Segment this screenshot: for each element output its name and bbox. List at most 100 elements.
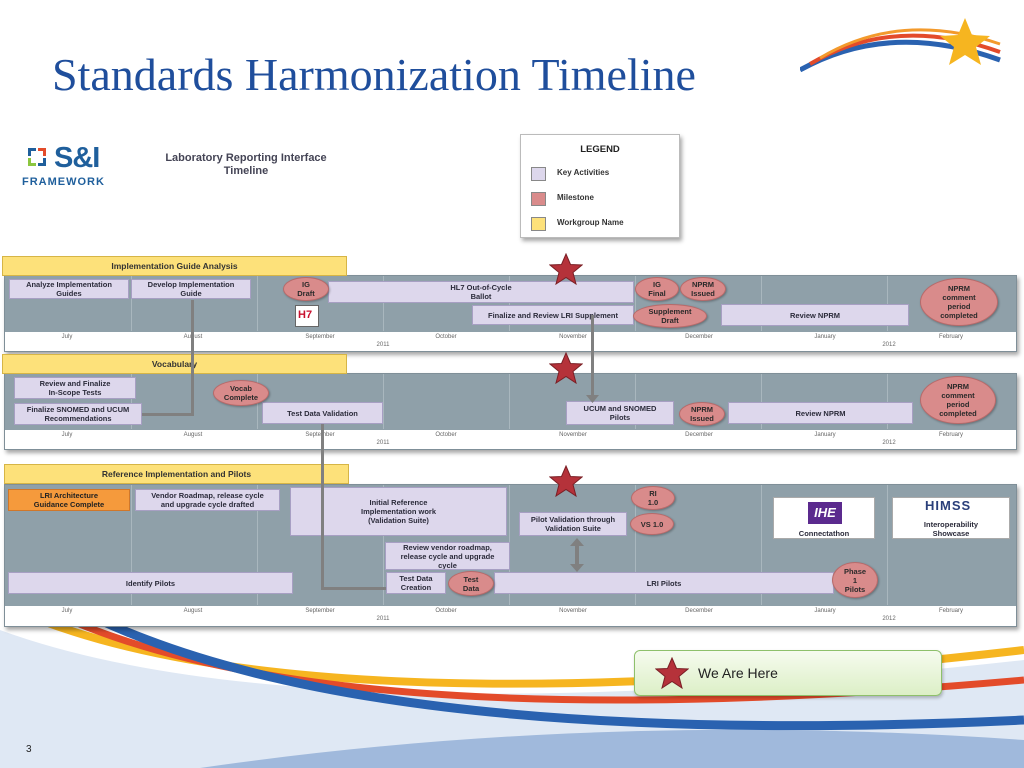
ihe-logo: IHE	[808, 502, 842, 524]
we-are-here-star-icon	[549, 352, 583, 384]
year-label: 2012	[882, 616, 896, 622]
month-label: December	[685, 334, 713, 340]
activity-finalize-review-lri-supplement: Finalize and Review LRI Supplement	[472, 305, 634, 325]
month-label: September	[305, 334, 335, 340]
year-label: 2012	[882, 342, 896, 348]
activity-hl7-out-of-cycle-ballot: HL7 Out-of-Cycle Ballot	[328, 281, 634, 303]
activity-label: LRI Architecture Guidance Complete	[33, 491, 105, 509]
milestone-label: Supplement Draft	[648, 307, 692, 325]
we-are-here-legend: We Are Here	[634, 650, 942, 696]
activity-analyze-implementation-guides: Analyze Implementation Guides	[9, 279, 129, 299]
month-label: February	[938, 334, 963, 340]
gold-star-icon	[940, 18, 990, 65]
month-label: July	[61, 608, 73, 614]
year-label: 2011	[376, 440, 390, 446]
milestone-vocab-complete: Vocab Complete	[213, 380, 269, 406]
activity-test-data-creation: Test Data Creation	[386, 572, 446, 594]
legend-item-key-activities: Key Activities	[531, 165, 671, 183]
activity-label: Connectathon	[798, 529, 850, 538]
activity-label: Finalize and Review LRI Supplement	[487, 310, 619, 320]
activity-label: Review and Finalize In-Scope Tests	[39, 379, 111, 397]
double-arrow-icon	[570, 538, 584, 572]
legend-label: Workgroup Name	[557, 218, 624, 227]
year-label: 2012	[882, 440, 896, 446]
lane-header-reference-implementation: Reference Implementation and Pilots	[4, 464, 349, 484]
month-gridline	[131, 485, 132, 605]
activity-label: UCUM and SNOMED Pilots	[583, 404, 657, 422]
month-gridline	[383, 485, 384, 605]
month-label: January	[814, 334, 836, 340]
month-label: November	[559, 334, 587, 340]
month-label: July	[61, 432, 73, 438]
month-label: September	[305, 608, 335, 614]
activity-label: Identify Pilots	[125, 578, 176, 588]
connector-line	[191, 300, 194, 416]
milestone-ig-draft: IG Draft	[283, 277, 329, 301]
month-gridline	[509, 374, 510, 429]
milestone-phase-1-pilots: Phase 1 Pilots	[832, 562, 878, 598]
milestone-ig-final: IG Final	[635, 277, 679, 301]
month-label: August	[183, 432, 203, 438]
month-label: August	[183, 608, 203, 614]
activity-identify-pilots: Identify Pilots	[8, 572, 293, 594]
legend-swatch	[531, 167, 546, 181]
logo-tagline: FRAMEWORK	[22, 176, 105, 188]
month-gridline	[131, 276, 132, 331]
activity-label: Finalize SNOMED and UCUM Recommendations	[26, 405, 130, 423]
activity-label: Develop Implementation Guide	[147, 280, 235, 298]
activity-finalize-snomed-ucum: Finalize SNOMED and UCUM Recommendations	[14, 403, 142, 425]
milestone-label: RI 1.0	[647, 489, 659, 507]
arrows-logo-icon	[28, 148, 46, 166]
milestone-label: VS 1.0	[640, 519, 664, 529]
activity-label: Initial Reference Implementation work (V…	[360, 498, 436, 525]
activity-ucum-snomed-pilots: UCUM and SNOMED Pilots	[566, 401, 674, 425]
month-label: February	[938, 608, 963, 614]
month-gridline	[257, 485, 258, 605]
month-gridline	[887, 276, 888, 331]
activity-label: Interoperability Showcase	[923, 520, 979, 538]
month-gridline	[887, 485, 888, 605]
activity-vendor-roadmap-drafted: Vendor Roadmap, release cycle and upgrad…	[135, 489, 280, 511]
milestone-test-data: Test Data	[448, 571, 494, 596]
activity-label: Vendor Roadmap, release cycle and upgrad…	[151, 491, 264, 509]
month-gridline	[761, 485, 762, 605]
year-label: 2011	[376, 616, 390, 622]
activity-label: Review NPRM	[795, 408, 846, 418]
month-label: January	[814, 608, 836, 614]
milestone-nprm-issued: NPRM Issued	[680, 277, 726, 301]
month-gridline	[761, 374, 762, 429]
timeline-axis: July August September October November D…	[5, 606, 1016, 626]
activity-review-nprm: Review NPRM	[721, 304, 909, 326]
month-label: September	[305, 432, 335, 438]
document-title: Laboratory Reporting Interface Timeline	[140, 152, 352, 178]
activity-lri-architecture-guidance: LRI Architecture Guidance Complete	[8, 489, 130, 511]
month-gridline	[383, 374, 384, 429]
activity-lri-pilots: LRI Pilots	[494, 572, 834, 594]
activity-pilot-validation: Pilot Validation through Validation Suit…	[519, 512, 627, 536]
month-label: November	[559, 608, 587, 614]
activity-label: LRI Pilots	[646, 578, 682, 588]
year-label: 2011	[376, 342, 390, 348]
timeline-axis: July August September October November D…	[5, 430, 1016, 449]
month-label: July	[61, 334, 73, 340]
legend-item-workgroup-name: Workgroup Name	[531, 215, 671, 233]
activity-interoperability-showcase: HIMSS Interoperability Showcase	[892, 497, 1010, 539]
hl7-logo: H7	[295, 305, 319, 327]
milestone-label: NPRM Issued	[690, 405, 714, 423]
connector-line	[591, 315, 594, 401]
activity-develop-implementation-guide: Develop Implementation Guide	[131, 279, 251, 299]
hl7-logo-text: H7	[298, 309, 313, 321]
milestone-nprm-comment-period-vocab: NPRM comment period completed	[920, 376, 996, 424]
milestone-label: NPRM comment period completed	[940, 284, 978, 320]
legend-swatch	[531, 217, 546, 231]
activity-label: Test Data Validation	[287, 408, 358, 418]
month-gridline	[635, 485, 636, 605]
activity-label: Review NPRM	[789, 310, 840, 320]
milestone-label: Phase 1 Pilots	[843, 566, 867, 594]
himss-logo: HIMSS	[925, 498, 972, 513]
activity-label: HL7 Out-of-Cycle Ballot	[450, 283, 512, 301]
month-gridline	[131, 374, 132, 429]
connector-line	[321, 587, 386, 590]
legend-item-milestone: Milestone	[531, 190, 671, 208]
month-label: October	[435, 432, 457, 438]
